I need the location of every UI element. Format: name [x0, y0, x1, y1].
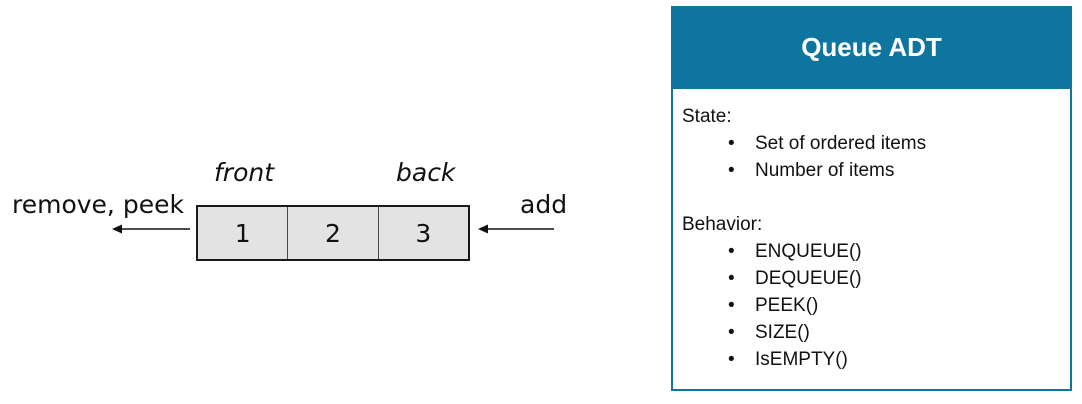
state-item: Set of ordered items: [755, 133, 927, 154]
front-label: front: [214, 158, 275, 187]
state-item: Number of items: [755, 160, 895, 181]
bullet-icon: •: [728, 133, 735, 154]
queue-cell: 1: [234, 218, 251, 248]
list-item: • PEEK(): [727, 292, 1070, 319]
queue-adt-card: Queue ADT State: • Set of ordered items …: [671, 6, 1072, 391]
add-arrow-icon: [478, 224, 554, 234]
adt-body: State: • Set of ordered items • Number o…: [673, 89, 1070, 373]
queue-cell: 3: [377, 207, 468, 259]
queue-diagram: front back remove, peek 1 2 3 add: [12, 158, 568, 261]
adt-header: Queue ADT: [673, 8, 1070, 89]
behavior-item: DEQUEUE(): [755, 268, 862, 289]
bullet-icon: •: [728, 295, 735, 316]
state-heading: State:: [682, 106, 732, 127]
remove-arrow-icon: [112, 224, 190, 234]
bullet-icon: •: [728, 268, 735, 289]
bullet-icon: •: [728, 160, 735, 181]
behavior-item: SIZE(): [755, 322, 810, 343]
list-item: • Number of items: [727, 157, 1070, 184]
section-spacer: [682, 184, 1070, 211]
back-label: back: [396, 158, 456, 187]
remove-peek-label: remove, peek: [12, 190, 184, 219]
bullet-icon: •: [728, 241, 735, 262]
bullet-icon: •: [728, 349, 735, 370]
state-list: • Set of ordered items • Number of items: [682, 130, 1070, 184]
behavior-item: IsEMPTY(): [755, 349, 848, 370]
list-item: • Set of ordered items: [727, 130, 1070, 157]
behavior-heading: Behavior:: [682, 214, 763, 235]
list-item: • IsEMPTY(): [727, 346, 1070, 373]
adt-title: Queue ADT: [801, 32, 942, 62]
list-item: • DEQUEUE(): [727, 265, 1070, 292]
bullet-icon: •: [728, 322, 735, 343]
queue-cell: 2: [287, 207, 377, 259]
add-label: add: [520, 190, 568, 219]
list-item: • ENQUEUE(): [727, 238, 1070, 265]
behavior-list: • ENQUEUE() • DEQUEUE() • PEEK() • SIZE(…: [682, 238, 1070, 373]
queue-box: 1 2 3: [196, 205, 470, 261]
list-item: • SIZE(): [727, 319, 1070, 346]
behavior-item: ENQUEUE(): [755, 241, 862, 262]
behavior-item: PEEK(): [755, 295, 819, 316]
